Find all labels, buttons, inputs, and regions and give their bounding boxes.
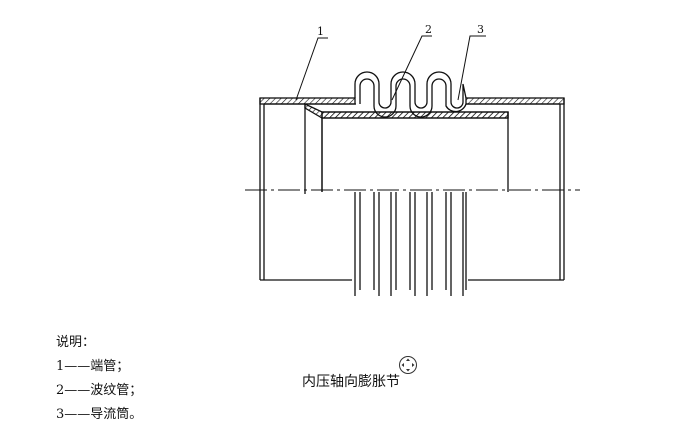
legend-item: 3——导流筒。	[56, 403, 142, 427]
legend-item-number: 3	[56, 407, 65, 422]
legend-item-dash: ——	[64, 359, 91, 374]
end-pipe	[259, 97, 565, 281]
move-arrows-icon[interactable]	[398, 355, 418, 375]
leader-lines	[295, 35, 486, 101]
legend-item-dash: ——	[64, 407, 91, 422]
legend-item-number: 1	[56, 359, 65, 374]
legend-item-number: 2	[56, 383, 65, 398]
callout-label-1: 1	[317, 25, 324, 38]
callout-label-2: 2	[425, 23, 432, 36]
legend: 说明： 1——端管； 2——波纹管； 3——导流筒。	[56, 331, 142, 427]
guide-sleeve	[304, 102, 509, 192]
legend-item: 2——波纹管；	[56, 379, 142, 403]
legend-heading: 说明：	[56, 335, 96, 350]
legend-item-dash: ——	[64, 383, 91, 398]
legend-item-text: 端管；	[90, 359, 130, 374]
callout-label-3: 3	[477, 23, 484, 36]
legend-item: 1——端管；	[56, 355, 142, 379]
diagram-caption: 内压轴向膨胀节	[302, 374, 400, 390]
legend-item-text: 导流筒。	[90, 407, 143, 422]
legend-item-text: 波纹管；	[90, 383, 143, 398]
bellows	[354, 71, 467, 296]
